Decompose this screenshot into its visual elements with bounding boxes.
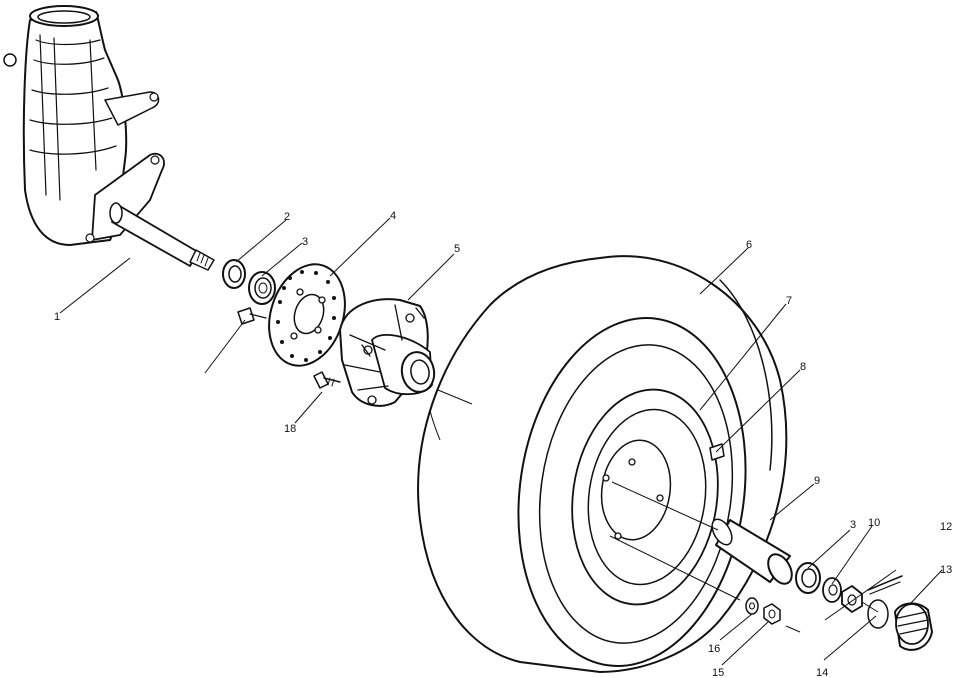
callout-14: 14	[816, 667, 828, 678]
part-brake-bolt	[237, 307, 267, 325]
callout-7: 7	[786, 295, 792, 307]
callout-3-inner: 3	[302, 236, 308, 248]
part-2-seal	[222, 259, 246, 289]
part-12-cotter-pin	[867, 575, 903, 595]
part-13-dust-cap	[894, 602, 933, 651]
part-18-stud	[313, 371, 341, 389]
part-5-wheel-hub	[339, 298, 436, 407]
callout-1: 1	[54, 311, 60, 323]
callout-15: 15	[712, 667, 724, 678]
callout-13: 13	[940, 564, 952, 576]
part-10-washer	[822, 577, 842, 603]
callout-4: 4	[390, 210, 396, 222]
part-spindle-knuckle	[3, 5, 215, 271]
callout-12: 12	[940, 521, 952, 533]
callout-16: 16	[708, 643, 720, 655]
callout-5: 5	[454, 243, 460, 255]
callout-3-outer: 3	[850, 519, 856, 531]
assembly-lines	[429, 389, 879, 633]
callout-10: 10	[868, 517, 880, 529]
callout-9: 9	[814, 475, 820, 487]
part-14-o-ring	[867, 599, 889, 629]
part-9-spacer-tube	[711, 518, 793, 585]
part-axle-nut	[841, 585, 863, 613]
callout-2: 2	[284, 211, 290, 223]
callout-8: 8	[800, 361, 806, 373]
callout-labels: 1 2 3 4 5 6 7 8 9 3 10 12 13 14 15 16 18	[54, 210, 952, 678]
part-15-lug-nut	[763, 603, 781, 625]
callout-6: 6	[746, 239, 752, 251]
part-3-bearing-inner	[248, 271, 276, 305]
part-3-bearing-outer	[795, 562, 821, 594]
callout-18: 18	[284, 423, 296, 435]
part-16-lug-washer	[745, 597, 759, 615]
leader-lines	[59, 217, 943, 666]
